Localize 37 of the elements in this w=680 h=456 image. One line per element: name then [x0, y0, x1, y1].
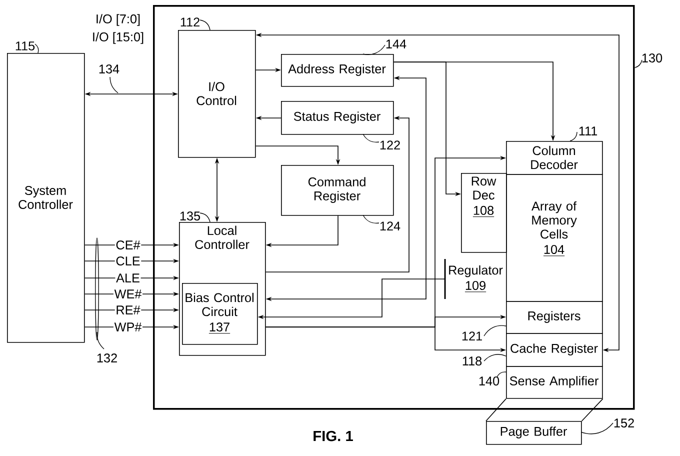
controller-box: System Controller: [7, 53, 85, 343]
register-box: Address Register: [281, 54, 394, 87]
control-box: I/O Control: [178, 30, 256, 158]
decoder-box: Column Decoder: [506, 141, 603, 175]
reference-numeral: 124: [362, 214, 400, 230]
buffer-box: Page Buffer: [486, 398, 604, 445]
circuit-box: Bias Control Circuit 137: [182, 283, 258, 345]
reference-numeral: 140: [479, 372, 506, 386]
register-box: Status Register: [281, 101, 394, 135]
bus-label: I/O [7:0]: [96, 14, 140, 26]
memory-array-box: Array of Memory Cells 104: [506, 174, 603, 302]
reference-numeral: 121: [462, 325, 506, 340]
reference-numeral: 144: [362, 40, 406, 55]
register-box: Registers: [506, 301, 603, 334]
reference-numeral: 112: [180, 18, 210, 30]
reference-numeral: 134: [99, 64, 120, 94]
reference-numeral: 122: [362, 134, 400, 150]
register-box: Cache Register: [506, 333, 603, 367]
reference-numeral: 132: [96, 332, 117, 362]
signal-label: RE#: [114, 304, 142, 316]
signal-label: CLE: [114, 256, 142, 266]
figure-caption: FIG. 1: [314, 430, 353, 442]
regulator-block: Regulator 109: [444, 259, 503, 299]
register-box: Command Register: [281, 165, 394, 216]
reference-numeral: 111: [570, 126, 598, 142]
signal-label: ALE: [115, 272, 141, 284]
decoder-box: Row Dec 108: [461, 173, 507, 253]
amplifier-box: Sense Amplifier: [506, 366, 603, 399]
signal-label: CE#: [114, 240, 142, 250]
reference-numeral: 130: [632, 54, 662, 68]
reference-numeral: 115: [16, 42, 39, 54]
signal-label: WE#: [113, 288, 143, 300]
signal-label: WP#: [113, 322, 143, 332]
reference-numeral: 118: [462, 354, 506, 366]
bus-label: I/O [15:0]: [93, 32, 144, 44]
device-outline: [153, 5, 635, 410]
reference-numeral: 135: [180, 212, 210, 222]
